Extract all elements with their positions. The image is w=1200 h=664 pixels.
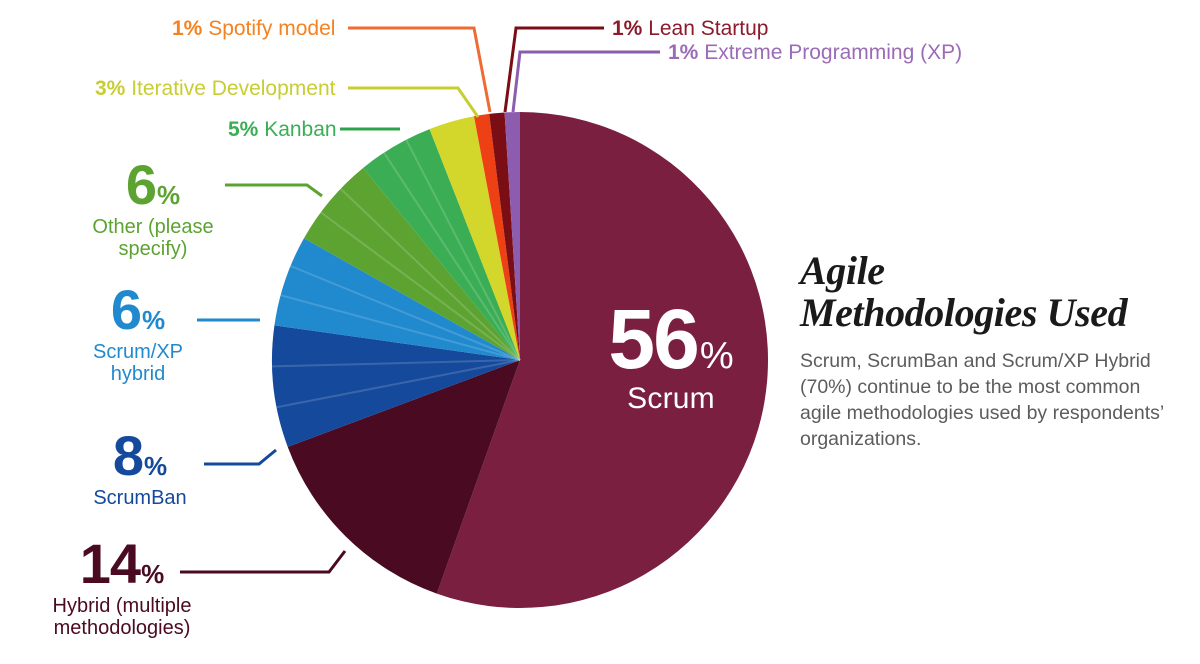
label-lean-percent: 1%: [612, 17, 643, 40]
label-kanban-name: Kanban: [258, 118, 337, 141]
label-other-value: 6: [125, 153, 157, 216]
pie-slice[interactable]: [429, 116, 520, 360]
label-lean-name: Lean Startup: [642, 17, 769, 40]
label-hybrid-value: 14: [79, 532, 141, 595]
label-scrumxp-percent-symbol: %: [142, 305, 166, 335]
label-scrum-xp-hybrid: 6% Scrum/XP hybrid: [38, 282, 238, 385]
pie-slice-divider: [280, 294, 521, 361]
pie-slice[interactable]: [287, 360, 520, 594]
label-xp-name: Extreme Programming (XP): [698, 41, 963, 64]
pie-slice-group: [272, 112, 769, 608]
leader-line-other: [225, 183, 323, 198]
label-hybrid-percent-symbol: %: [141, 559, 165, 589]
label-spotify-name: Spotify model: [202, 17, 336, 40]
label-iterative-percent: 3%: [95, 77, 126, 100]
copy-block: Agile Methodologies Used Scrum, ScrumBan…: [800, 248, 1182, 452]
label-hybrid-value-row: 14%: [14, 536, 230, 592]
label-scrumban-value-row: 8%: [45, 428, 235, 484]
pie-slice-divider: [276, 359, 521, 409]
leader-line-lean: [503, 26, 604, 113]
label-other-value-row: 6%: [48, 157, 258, 213]
label-other-specify: 6% Other (please specify): [48, 157, 258, 260]
headline-line-1: Agile: [800, 248, 885, 293]
label-scrumban-caption: ScrumBan: [93, 487, 187, 509]
pie-slice-divider: [272, 359, 521, 368]
leader-line-hybrid: [180, 550, 347, 574]
leader-line-group: [180, 26, 660, 574]
label-scrumban: 8% ScrumBan: [45, 428, 235, 510]
label-spotify-model: 1% Spotify model: [172, 18, 335, 39]
pie-slice[interactable]: [436, 112, 769, 608]
pie-slice[interactable]: [504, 112, 520, 360]
headline-line-2: Methodologies Used: [800, 290, 1128, 336]
pie-slice[interactable]: [272, 325, 520, 447]
label-kanban: 5% Kanban: [228, 119, 337, 140]
label-scrumxp-value: 6: [110, 278, 142, 341]
leader-line-spotify: [348, 26, 492, 113]
pie-slice[interactable]: [489, 112, 520, 360]
copy-body: Scrum, ScrumBan and Scrum/XP Hybrid (70%…: [800, 349, 1164, 450]
label-hybrid-caption: Hybrid (multiple methodologies): [52, 595, 192, 639]
pie-slice-divider: [290, 265, 521, 361]
label-spotify-percent: 1%: [172, 17, 203, 40]
label-scrumxp-caption: Scrum/XP hybrid: [92, 341, 184, 385]
pie-slice[interactable]: [303, 167, 520, 360]
label-scrumxp-value-row: 6%: [38, 282, 238, 338]
pie-slice[interactable]: [473, 113, 520, 360]
label-kanban-percent: 5%: [228, 118, 259, 141]
page-title: Agile Methodologies Used: [800, 248, 1182, 336]
leader-line-xp: [511, 50, 660, 113]
label-scrumban-value: 8: [112, 424, 144, 487]
leader-line-iterative: [348, 86, 480, 118]
leader-line-scrumban: [204, 448, 277, 466]
pie-slice-divider: [383, 152, 521, 361]
label-extreme-programming: 1% Extreme Programming (XP): [668, 42, 962, 63]
pie-slice[interactable]: [274, 238, 520, 360]
label-xp-percent: 1%: [668, 41, 699, 64]
label-lean-startup: 1% Lean Startup: [612, 18, 768, 39]
label-other-caption: Other (please specify): [92, 216, 214, 260]
pie-slice-divider: [320, 211, 521, 361]
label-iterative-name: Iterative Development: [125, 77, 336, 100]
label-hybrid-multiple: 14% Hybrid (multiple methodologies): [14, 536, 230, 639]
label-other-percent-symbol: %: [157, 180, 181, 210]
label-scrumban-percent-symbol: %: [144, 451, 168, 481]
label-iterative-development: 3% Iterative Development: [95, 78, 335, 99]
pie-slice-divider: [405, 139, 521, 361]
pie-slice[interactable]: [363, 129, 520, 360]
pie-slice-divider: [339, 188, 521, 361]
